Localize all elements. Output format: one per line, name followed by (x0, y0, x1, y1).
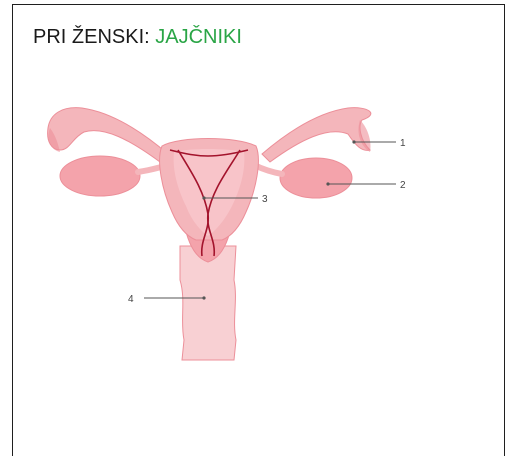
callout-label-1: 1 (400, 138, 406, 149)
vagina (180, 246, 236, 360)
callout-label-2: 2 (400, 180, 406, 191)
left-fallopian-tube (48, 108, 168, 162)
leader-dot-4 (202, 296, 205, 299)
callout-label-4: 4 (128, 294, 134, 305)
right-fallopian-tube (262, 108, 371, 162)
left-ovary (60, 156, 140, 196)
leader-dot-2 (326, 182, 329, 185)
right-ovary (280, 158, 352, 198)
leader-dot-1 (352, 140, 355, 143)
leader-dot-3 (202, 196, 205, 199)
callout-label-3: 3 (262, 194, 268, 205)
